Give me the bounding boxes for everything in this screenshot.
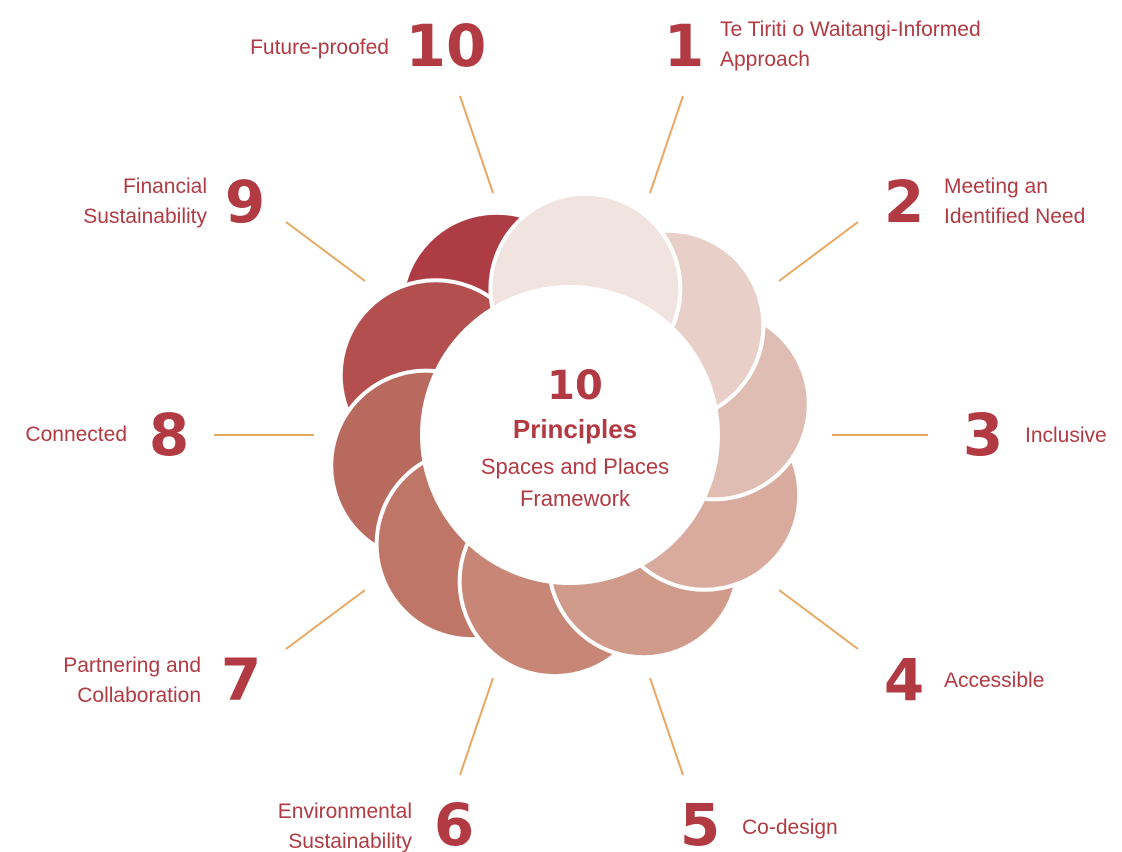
connector-lines [214, 95, 928, 776]
principle-label-line: Financial [123, 175, 207, 198]
principle-8: 8 Connected [25, 401, 189, 469]
principle-number: 5 [680, 791, 720, 852]
principle-label-line: Approach [720, 48, 810, 71]
connector-line-2 [778, 221, 859, 282]
principle-label-line: Environmental [278, 800, 412, 823]
principle-2: 2 Meeting an Identified Need [884, 168, 1085, 236]
connector-line-5 [649, 677, 684, 776]
connector-line-4 [778, 589, 859, 650]
center-number: 10 [547, 363, 603, 409]
principle-label-line: Accessible [944, 669, 1044, 692]
principle-label-line: Collaboration [77, 684, 201, 707]
connector-line-9 [285, 221, 366, 282]
principle-5: 5 Co-design [680, 791, 838, 852]
principle-label-line: Partnering and [63, 654, 201, 677]
connector-line-10 [459, 95, 494, 194]
center-title: Principles [513, 414, 637, 444]
principle-label-line: Connected [25, 423, 127, 446]
principle-number: 8 [149, 401, 189, 469]
principle-3: 3 Inclusive [963, 401, 1107, 469]
connector-line-1 [649, 95, 684, 194]
principle-4: 4 Accessible [884, 646, 1045, 714]
principle-label-line: Meeting an [944, 175, 1048, 198]
principle-label-line: Identified Need [944, 205, 1085, 228]
principle-number: 6 [434, 791, 474, 852]
principle-number: 9 [225, 168, 265, 236]
principle-label-line: Sustainability [288, 830, 412, 852]
center-disc [420, 285, 720, 585]
connector-line-7 [285, 589, 366, 650]
principle-number: 2 [884, 168, 924, 236]
principle-label-line: Inclusive [1025, 424, 1107, 447]
center-subtitle-line-1: Spaces and Places [481, 454, 669, 479]
principle-label-line: Co-design [742, 816, 838, 839]
principle-number: 10 [406, 12, 487, 80]
principle-number: 3 [963, 401, 1003, 469]
center-subtitle-line-2: Framework [520, 486, 631, 511]
connector-line-6 [459, 677, 494, 776]
principle-label-line: Te Tiriti o Waitangi-Informed [720, 18, 981, 41]
principle-10: 10 Future-proofed [250, 12, 486, 80]
principle-label-line: Future-proofed [250, 36, 389, 59]
principle-number: 1 [664, 12, 704, 80]
principle-number: 7 [221, 646, 261, 714]
principle-label-line: Sustainability [83, 205, 207, 228]
principle-number: 4 [884, 646, 924, 714]
center-label: 10 Principles Spaces and Places Framewor… [481, 363, 669, 511]
